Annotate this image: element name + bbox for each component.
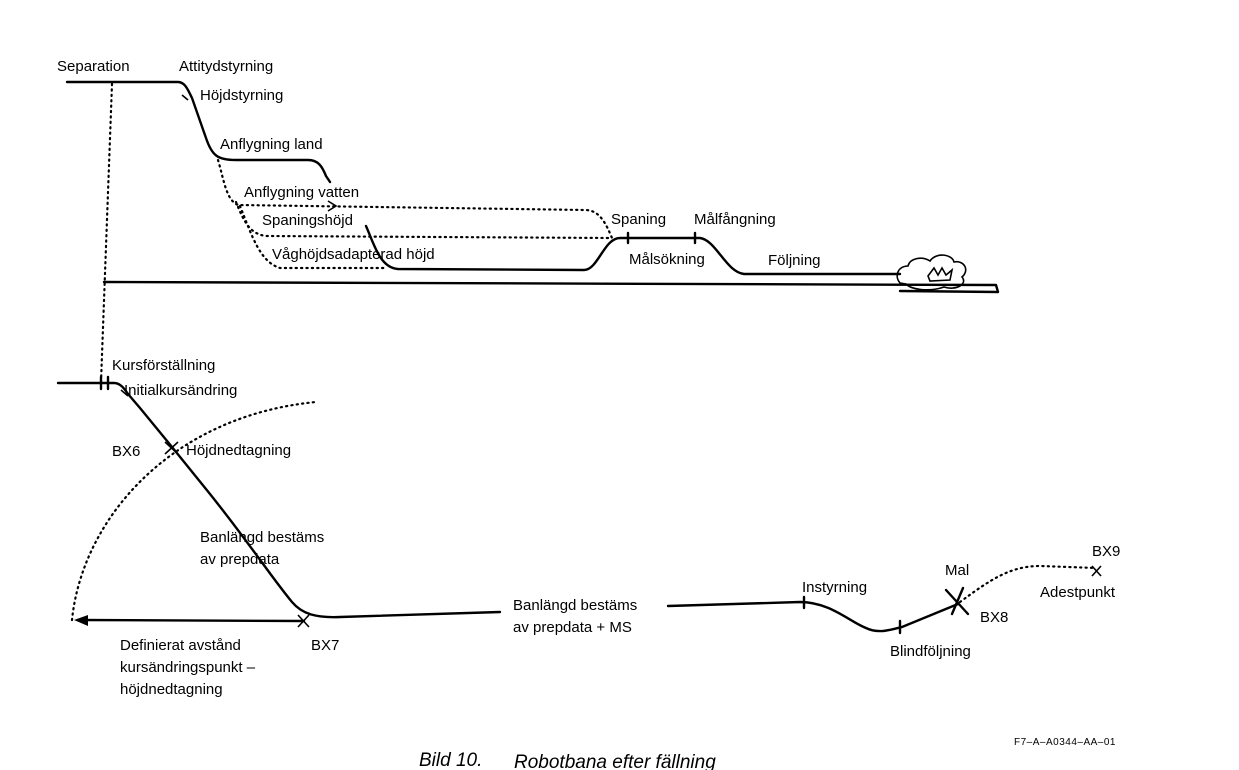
label-mal: Mal: [945, 562, 969, 579]
initial-tick: [120, 389, 129, 397]
label-banlangd1-line2: av prepdata: [200, 551, 280, 568]
label-initialkursandring: Initialkursändring: [124, 382, 237, 399]
label-bx8: BX8: [980, 609, 1008, 626]
label-hojdstyrning: Höjdstyrning: [200, 87, 283, 104]
defined-distance-line: [76, 618, 306, 623]
label-hojdnedtagning: Höjdnedtagning: [186, 442, 291, 459]
label-blindfoljning: Blindföljning: [890, 643, 971, 660]
label-spaning: Spaning: [611, 211, 666, 228]
label-separation: Separation: [57, 58, 130, 75]
label-adestpunkt: Adestpunkt: [1040, 584, 1116, 601]
wave-adapted-dotted: [238, 204, 386, 270]
attitude-tick: [181, 94, 189, 101]
label-instyrning: Instyrning: [802, 579, 867, 596]
land-approach-path: [65, 80, 332, 184]
arrow-head-left: [74, 615, 88, 626]
turn-radius-arc: [70, 400, 318, 622]
label-kursforstallning: Kursförställning: [112, 357, 215, 374]
bx7-cross-icon: [297, 614, 310, 628]
caption-title: Robotbana efter fällning: [514, 752, 716, 770]
ground-track: [56, 375, 1102, 635]
label-definierat-line2: kursändringspunkt –: [120, 659, 256, 676]
midcourse-path: [666, 600, 960, 633]
label-foljning: Följning: [768, 252, 821, 269]
arrow-head-vatten: [327, 200, 338, 212]
label-anflygning-vatten: Anflygning vatten: [244, 184, 359, 201]
initial-heading-path: [56, 381, 502, 619]
terminal-path: [364, 224, 902, 276]
separation-vertical-dotted: [99, 82, 114, 384]
label-anflygning-land: Anflygning land: [220, 136, 323, 153]
label-banlangd2-line1: Banlängd bestäms: [513, 597, 637, 614]
document-id: F7–A–A0344–AA–01: [1014, 737, 1116, 748]
label-definierat-line1: Definierat avstånd: [120, 637, 241, 654]
ground-line: [102, 280, 1000, 294]
label-spaningshojd: Spaningshöjd: [262, 212, 353, 229]
caption-number: Bild 10.: [419, 750, 482, 770]
label-attitydstyrning: Attitydstyrning: [179, 58, 273, 75]
target-island-outline: [896, 254, 967, 291]
bx9-cross-icon: [1091, 565, 1102, 577]
label-bx9: BX9: [1092, 543, 1120, 560]
altitude-profile: [65, 80, 1000, 384]
label-definierat-line3: höjdnedtagning: [120, 681, 223, 698]
label-banlangd2-line2: av prepdata + MS: [513, 619, 632, 636]
label-banlangd1-line1: Banlängd bestäms: [200, 529, 324, 546]
label-vaghojdsadapterad: Våghöjdsadapterad höjd: [272, 246, 435, 263]
bx6-cross-icon: [164, 441, 179, 455]
mal-cross-icon: [944, 586, 970, 616]
label-malfangning: Målfångning: [694, 211, 776, 228]
label-malsokning: Målsökning: [629, 251, 705, 268]
final-dotted-path: [958, 564, 1098, 604]
label-bx6: BX6: [112, 443, 140, 460]
target-ship-icon: [927, 266, 954, 282]
label-bx7: BX7: [311, 637, 339, 654]
search-altitude-dotted: [234, 200, 614, 240]
